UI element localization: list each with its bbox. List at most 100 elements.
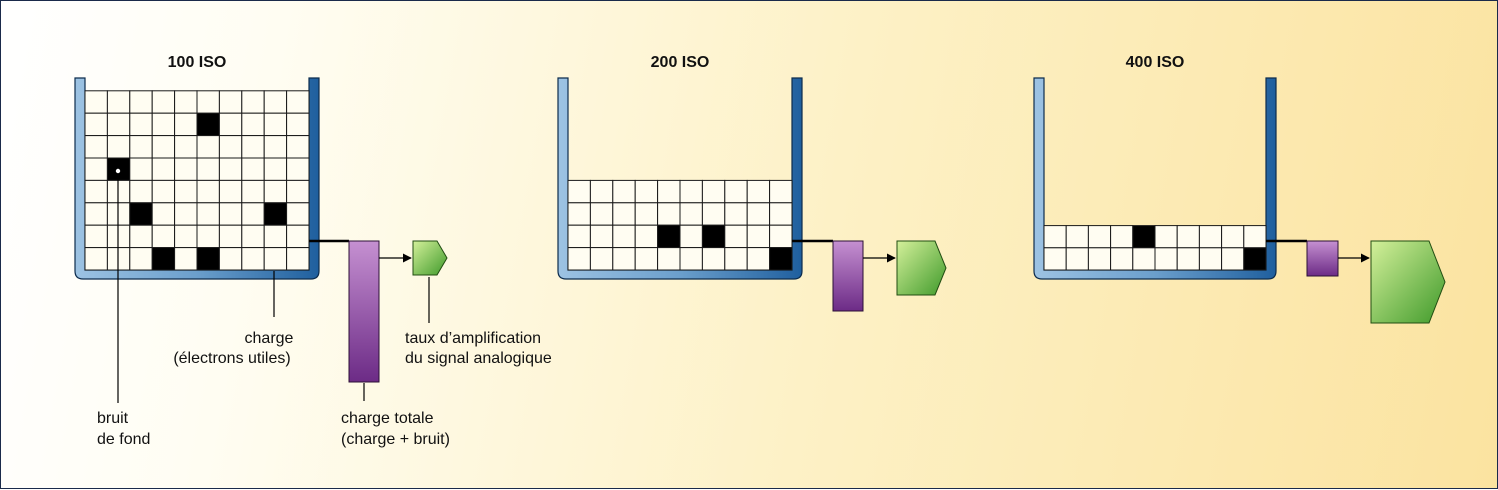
charge-cell <box>1154 225 1178 249</box>
charge-cell <box>612 224 636 249</box>
leader-lines <box>117 171 430 403</box>
total-charge-label-line1: charge totale <box>341 410 434 427</box>
charge-cell <box>589 179 614 204</box>
charge-cell <box>84 112 108 137</box>
sensor-well <box>557 77 803 280</box>
total-charge-bar <box>832 240 864 312</box>
charge-cell <box>84 135 108 159</box>
charge-cell <box>151 135 176 159</box>
charge-cell <box>196 179 220 204</box>
panel-title: 400 ISO <box>1126 54 1185 71</box>
charge-cell <box>657 179 681 204</box>
amplifier-icon <box>896 240 947 296</box>
charge-cell <box>567 247 591 271</box>
noise-label-line2: de fond <box>97 431 150 448</box>
charge-cell <box>263 135 288 159</box>
charge-cell <box>1198 225 1223 249</box>
noise-electron-cell <box>1243 247 1267 271</box>
panel-title: 200 ISO <box>651 54 710 71</box>
charge-cell <box>241 179 265 204</box>
charge-cell <box>218 179 243 204</box>
charge-cell <box>129 135 153 159</box>
charge-cell <box>1065 225 1089 249</box>
charge-cell <box>634 224 659 249</box>
charge-cell <box>196 135 220 159</box>
charge-cell <box>679 224 703 249</box>
charge-cell <box>286 224 310 249</box>
charge-cell <box>218 224 243 249</box>
charge-cell <box>174 112 198 137</box>
charge-cell <box>106 135 131 159</box>
amplification-label-line2: du signal analogique <box>405 350 552 367</box>
total-charge-bar <box>348 240 380 383</box>
charge-cell <box>286 90 310 114</box>
sensor-well <box>74 77 320 280</box>
charge-cell <box>218 112 243 137</box>
charge-cell <box>589 224 614 249</box>
charge-cell <box>1221 247 1245 271</box>
noise-electron-cell <box>701 224 726 249</box>
charge-grid <box>567 179 793 271</box>
charge-cell <box>724 247 748 271</box>
charge-cell <box>589 247 614 271</box>
charge-cell <box>263 90 288 114</box>
charge-cell <box>263 157 288 181</box>
charge-cell <box>634 179 659 204</box>
charge-cell <box>769 224 793 249</box>
charge-cell <box>746 247 771 271</box>
panel-title: 100 ISO <box>168 54 227 71</box>
charge-cell <box>1087 247 1112 271</box>
charge-cell <box>174 247 198 271</box>
charge-cell <box>634 202 659 226</box>
charge-cell <box>218 135 243 159</box>
noise-electron-cell <box>657 224 681 249</box>
charge-cell <box>679 202 703 226</box>
charge-cell <box>286 247 310 271</box>
noise-electron-cell <box>196 247 220 271</box>
charge-cell <box>1110 225 1134 249</box>
charge-cell <box>1065 247 1089 271</box>
charge-cell <box>567 179 591 204</box>
panel-400-iso: 400 ISO <box>1033 54 1446 324</box>
noise-electron-cell <box>1132 225 1156 249</box>
charge-grid <box>1043 225 1267 271</box>
charge-cell <box>724 179 748 204</box>
charge-cell <box>196 157 220 181</box>
charge-cell <box>106 179 131 204</box>
charge-cell <box>769 179 793 204</box>
charge-label-line1: charge <box>245 330 294 347</box>
annotation-labels: charge (électrons utiles) bruit de fond … <box>97 330 552 448</box>
charge-cell <box>218 157 243 181</box>
charge-cell <box>612 179 636 204</box>
charge-cell <box>129 247 153 271</box>
charge-cell <box>724 202 748 226</box>
charge-cell <box>286 179 310 204</box>
charge-cell <box>746 224 771 249</box>
charge-cell <box>196 90 220 114</box>
charge-cell <box>286 112 310 137</box>
charge-cell <box>129 224 153 249</box>
charge-cell <box>196 224 220 249</box>
charge-cell <box>746 179 771 204</box>
charge-cell <box>129 90 153 114</box>
charge-cell <box>129 112 153 137</box>
charge-cell <box>1043 247 1067 271</box>
charge-cell <box>1198 247 1223 271</box>
amplifier-icon <box>1370 240 1446 324</box>
charge-cell <box>151 90 176 114</box>
panel-200-iso: 200 ISO <box>557 54 947 312</box>
charge-cell <box>286 202 310 226</box>
charge-cell <box>589 202 614 226</box>
total-charge-bar <box>1306 240 1339 277</box>
charge-cell <box>174 179 198 204</box>
charge-cell <box>263 112 288 137</box>
charge-cell <box>241 224 265 249</box>
charge-grid <box>84 90 310 271</box>
charge-cell <box>241 112 265 137</box>
charge-cell <box>567 224 591 249</box>
charge-cell <box>241 90 265 114</box>
charge-cell <box>84 247 108 271</box>
charge-cell <box>1176 225 1200 249</box>
amplification-label-line1: taux d’amplification <box>405 330 541 347</box>
charge-cell <box>84 202 108 226</box>
